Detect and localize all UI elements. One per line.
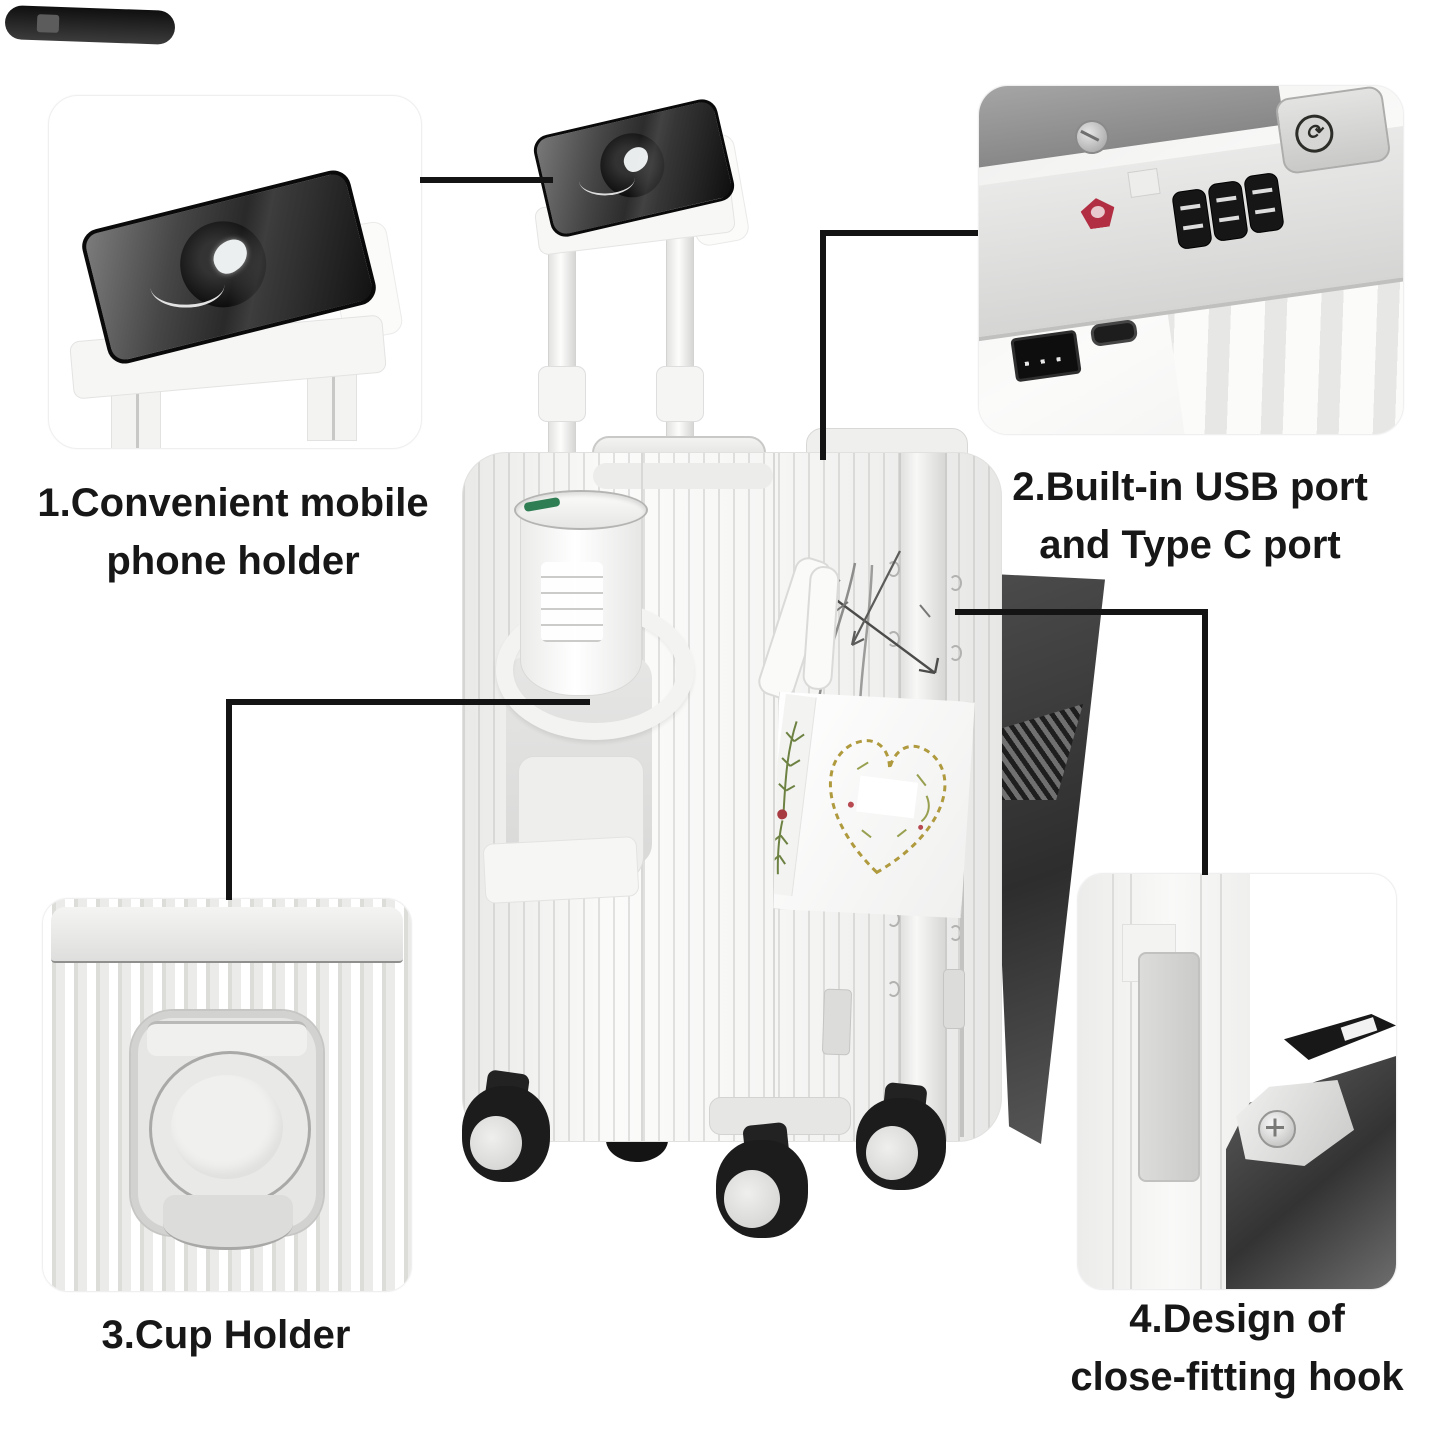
feature-label-1: 1.Convenient mobile phone holder (28, 474, 438, 590)
rivet (887, 981, 900, 997)
handle-recess (593, 463, 773, 489)
cup-holder-lid (147, 1021, 307, 1056)
luggage-gift-tag (753, 678, 987, 932)
feature-label-1-line2: phone holder (106, 539, 360, 583)
lock-release-button: ⟳ (1274, 86, 1392, 176)
wheel-front-right (856, 1098, 946, 1190)
callout-line-4-horizontal (955, 609, 1208, 615)
hook-arm (1284, 1014, 1396, 1060)
photo-card-cup-holder (42, 898, 412, 1292)
frame-latch-left (821, 988, 853, 1056)
botanical-print-icon (761, 710, 815, 883)
usb-a-port (1010, 329, 1082, 383)
screw-icon (1258, 1110, 1296, 1148)
cup-holder-disc (171, 1075, 283, 1179)
wheel-front-center (716, 1140, 808, 1238)
panel-seam-right (773, 453, 775, 1141)
unlock-button-icon: ⟳ (1292, 112, 1336, 156)
callout-line-2-vertical (820, 230, 826, 460)
feature-label-4-line1: 4.Design of (1129, 1297, 1345, 1341)
rivet (887, 631, 900, 647)
callout-line-4-vertical (1202, 609, 1208, 875)
feature-label-1-line1: 1.Convenient mobile (37, 481, 429, 525)
wheel-front-left (462, 1086, 550, 1182)
front-pocket-lip (4, 5, 176, 45)
wheel-hub (724, 1170, 780, 1228)
feature-label-2-line2: and Type C port (1039, 523, 1341, 567)
callout-line-2-horizontal (820, 230, 978, 236)
trolley-collar-right (656, 366, 704, 422)
cup-holder-foot (482, 836, 640, 904)
feature-label-3-line1: 3.Cup Holder (101, 1313, 351, 1357)
tumbler-sticker (541, 562, 603, 642)
callout-line-3-vertical (226, 699, 232, 900)
feature-label-2-line1: 2.Built-in USB port (1012, 465, 1368, 509)
pocket-logo-chip (36, 14, 60, 33)
rivet (949, 575, 962, 591)
feature-label-2: 2.Built-in USB port and Type C port (980, 458, 1400, 574)
hook-slot (1138, 952, 1200, 1182)
feature-label-4: 4.Design of close-fitting hook (1037, 1290, 1437, 1406)
tsa-keyhole-plate (1127, 168, 1161, 198)
frame-latch-right (943, 969, 965, 1029)
suitcase-top-band (51, 907, 403, 963)
callout-line-1 (420, 177, 553, 183)
photo-card-phone-holder (48, 95, 422, 449)
open-front-pocket (925, 556, 1125, 1144)
feature-label-3: 3.Cup Holder (38, 1306, 414, 1364)
callout-line-3-horizontal (226, 699, 590, 705)
rivet (949, 645, 962, 661)
wheel-hub (470, 1116, 522, 1170)
photo-card-hook (1077, 873, 1397, 1290)
feature-label-4-line2: close-fitting hook (1070, 1355, 1404, 1399)
heart-wreath-print-icon (794, 704, 975, 907)
wheel-hub (866, 1126, 918, 1180)
photo-card-usb-panel: ⟳ (978, 85, 1404, 435)
cup-holder-latch (163, 1195, 293, 1250)
trolley-collar-left (538, 366, 586, 422)
